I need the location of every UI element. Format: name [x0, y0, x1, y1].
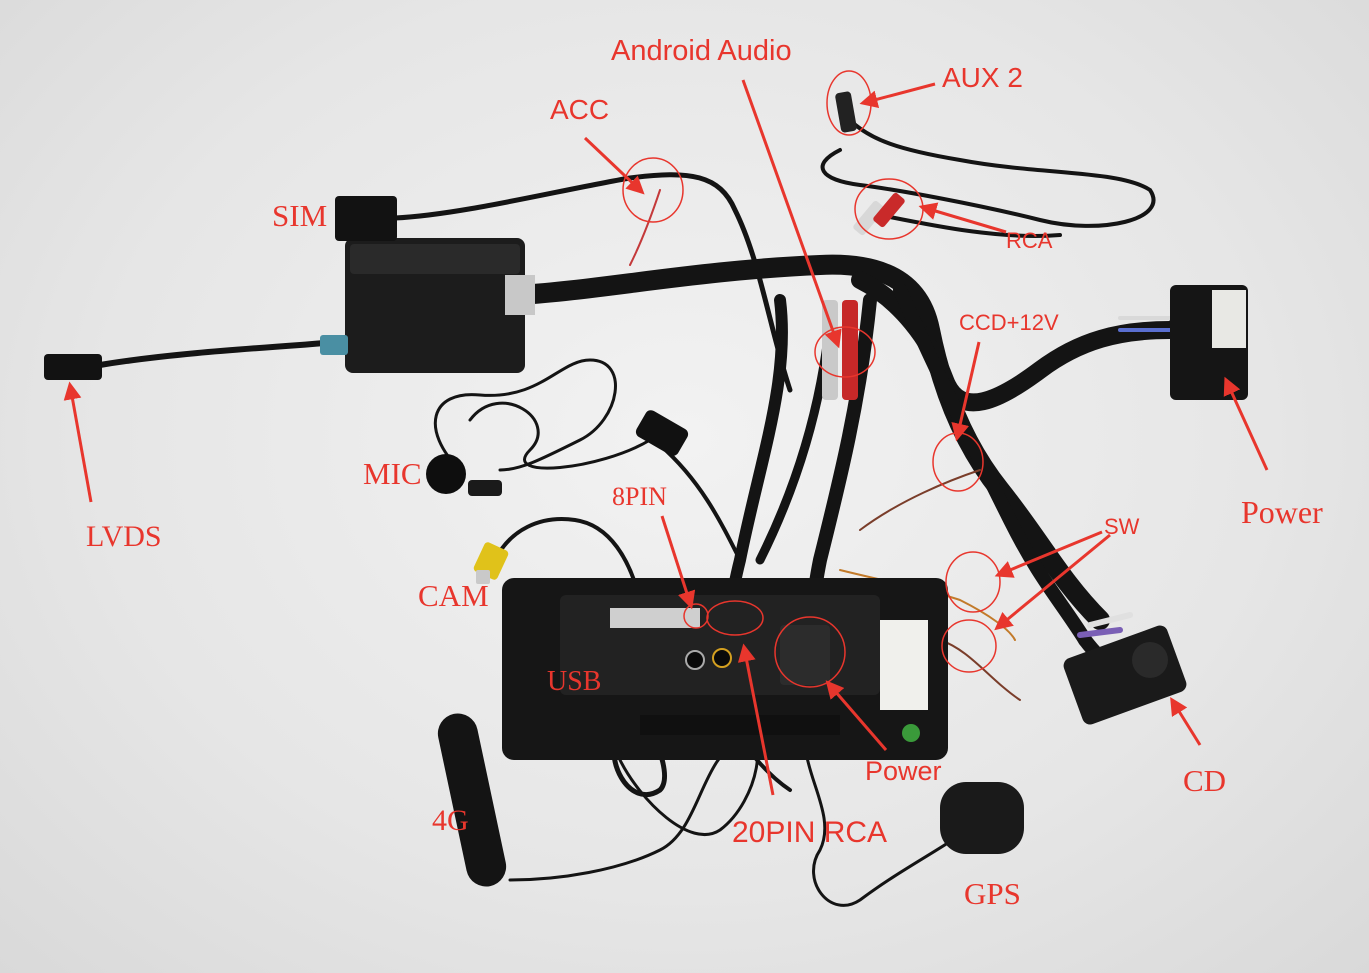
gps-antenna — [940, 782, 1024, 854]
rca-plugs — [853, 192, 905, 236]
android-box — [345, 238, 535, 373]
label-gps: GPS — [964, 876, 1021, 911]
cables — [97, 118, 1207, 907]
label-usb: USB — [547, 666, 602, 697]
label-android-audio: Android Audio — [611, 35, 792, 67]
label-rca: RCA — [1006, 228, 1053, 253]
aux-jack — [835, 91, 857, 133]
sim-adapter — [335, 196, 397, 241]
label-cd: CD — [1183, 763, 1227, 798]
label-20pin-rca: 20PIN RCA — [732, 816, 888, 849]
mic-clip — [468, 480, 502, 496]
label-sw: SW — [1104, 514, 1140, 539]
label-power-bottom: Power — [865, 756, 942, 786]
label-lvds: LVDS — [86, 520, 162, 553]
head-unit — [502, 578, 948, 760]
label-acc: ACC — [550, 94, 610, 125]
label-power-right: Power — [1241, 494, 1323, 530]
label-sim: SIM — [272, 198, 328, 233]
annotation-arrows — [63, 79, 1269, 796]
lvds-fakra — [320, 335, 348, 355]
label-aux2: AUX 2 — [942, 62, 1023, 93]
lvds-connector — [44, 354, 102, 380]
4g-antenna — [437, 713, 507, 887]
mic-head — [426, 454, 466, 494]
cam-rca — [473, 542, 509, 584]
label-4g: 4G — [432, 804, 469, 837]
label-8pin: 8PIN — [612, 482, 667, 511]
label-ccd12v: CCD+12V — [959, 310, 1059, 335]
cd-connector — [1063, 625, 1187, 725]
label-mic: MIC — [363, 456, 422, 491]
power-connector-right — [1170, 285, 1248, 400]
label-cam: CAM — [418, 578, 489, 613]
mic-plug — [635, 410, 689, 456]
